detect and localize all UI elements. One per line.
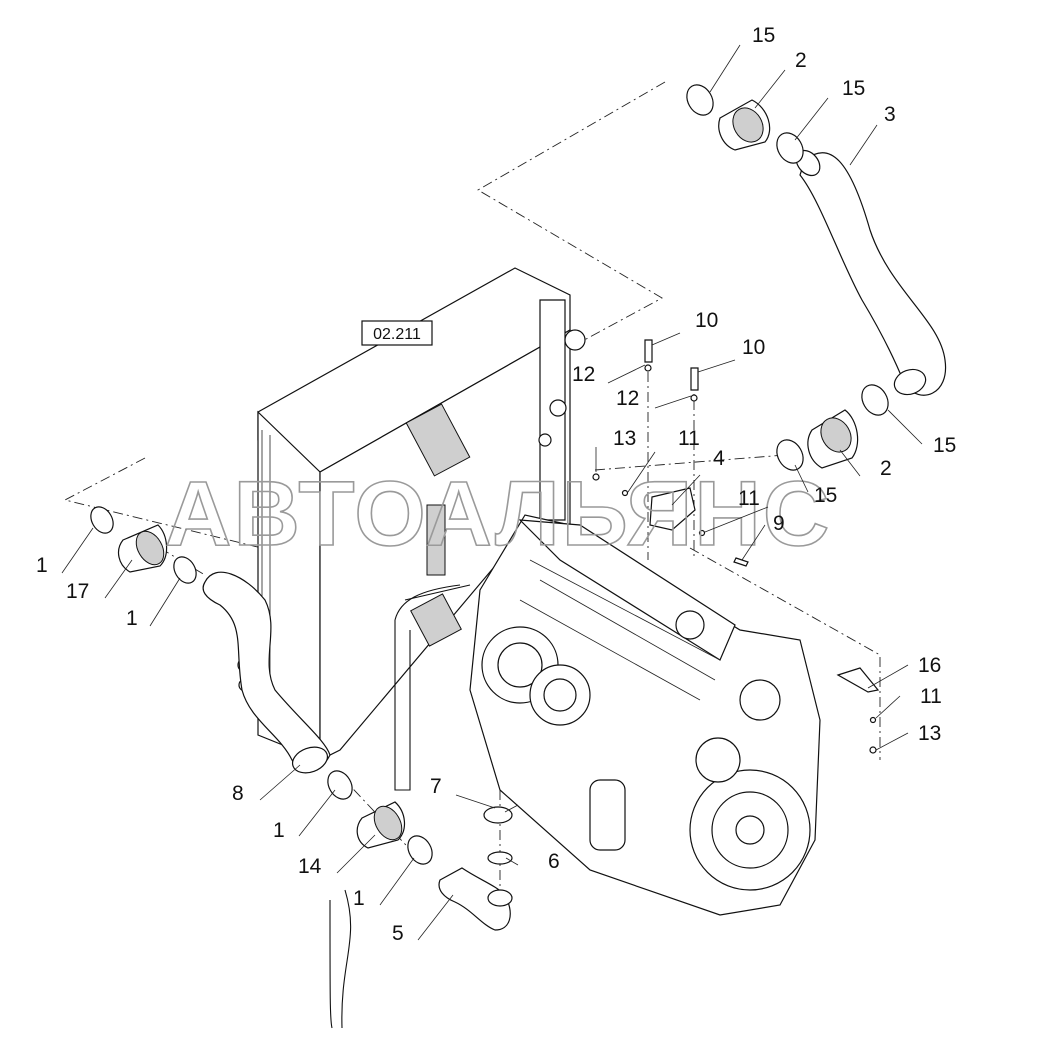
label-15-mid: 15 xyxy=(814,484,837,507)
lower-pipe-assembly xyxy=(327,770,519,931)
label-6: 6 xyxy=(548,850,560,873)
label-15-right: 15 xyxy=(933,434,956,457)
label-13-a: 13 xyxy=(613,427,636,450)
part-labels: 15 2 15 3 10 12 10 12 13 11 4 11 9 15 2 … xyxy=(36,24,956,945)
label-2-top: 2 xyxy=(795,49,807,72)
label-15-top: 15 xyxy=(752,24,775,47)
engine-block xyxy=(394,487,880,916)
upper-hose-assembly xyxy=(686,84,947,471)
label-1-a: 1 xyxy=(36,554,48,577)
reference-box-label: 02.211 xyxy=(373,326,421,343)
label-11-c: 11 xyxy=(920,685,942,708)
label-13-b: 13 xyxy=(918,722,941,745)
label-9: 9 xyxy=(773,512,785,535)
leader-lines xyxy=(61,44,923,941)
label-7: 7 xyxy=(430,775,442,798)
label-12-b: 12 xyxy=(616,387,639,410)
label-12-a: 12 xyxy=(572,363,595,386)
label-15-upper: 15 xyxy=(842,77,865,100)
fasteners xyxy=(592,339,877,754)
label-1-d: 1 xyxy=(353,887,365,910)
label-14: 14 xyxy=(298,855,322,878)
label-11-a: 11 xyxy=(678,427,700,450)
label-10-a: 10 xyxy=(695,309,718,332)
label-2-right: 2 xyxy=(880,457,892,480)
label-8: 8 xyxy=(232,782,244,805)
label-1-b: 1 xyxy=(126,607,138,630)
label-16: 16 xyxy=(918,654,941,677)
label-11-b: 11 xyxy=(738,487,760,510)
label-10-b: 10 xyxy=(742,336,765,359)
label-17: 17 xyxy=(66,580,89,603)
left-hose-assembly xyxy=(90,506,331,774)
watermark-text: АВТОАЛЬЯНС xyxy=(165,463,831,565)
label-4: 4 xyxy=(713,447,725,470)
label-3: 3 xyxy=(884,103,896,126)
label-5: 5 xyxy=(392,922,404,945)
reference-box[interactable]: 02.211 xyxy=(361,320,433,346)
label-1-c: 1 xyxy=(273,819,285,842)
